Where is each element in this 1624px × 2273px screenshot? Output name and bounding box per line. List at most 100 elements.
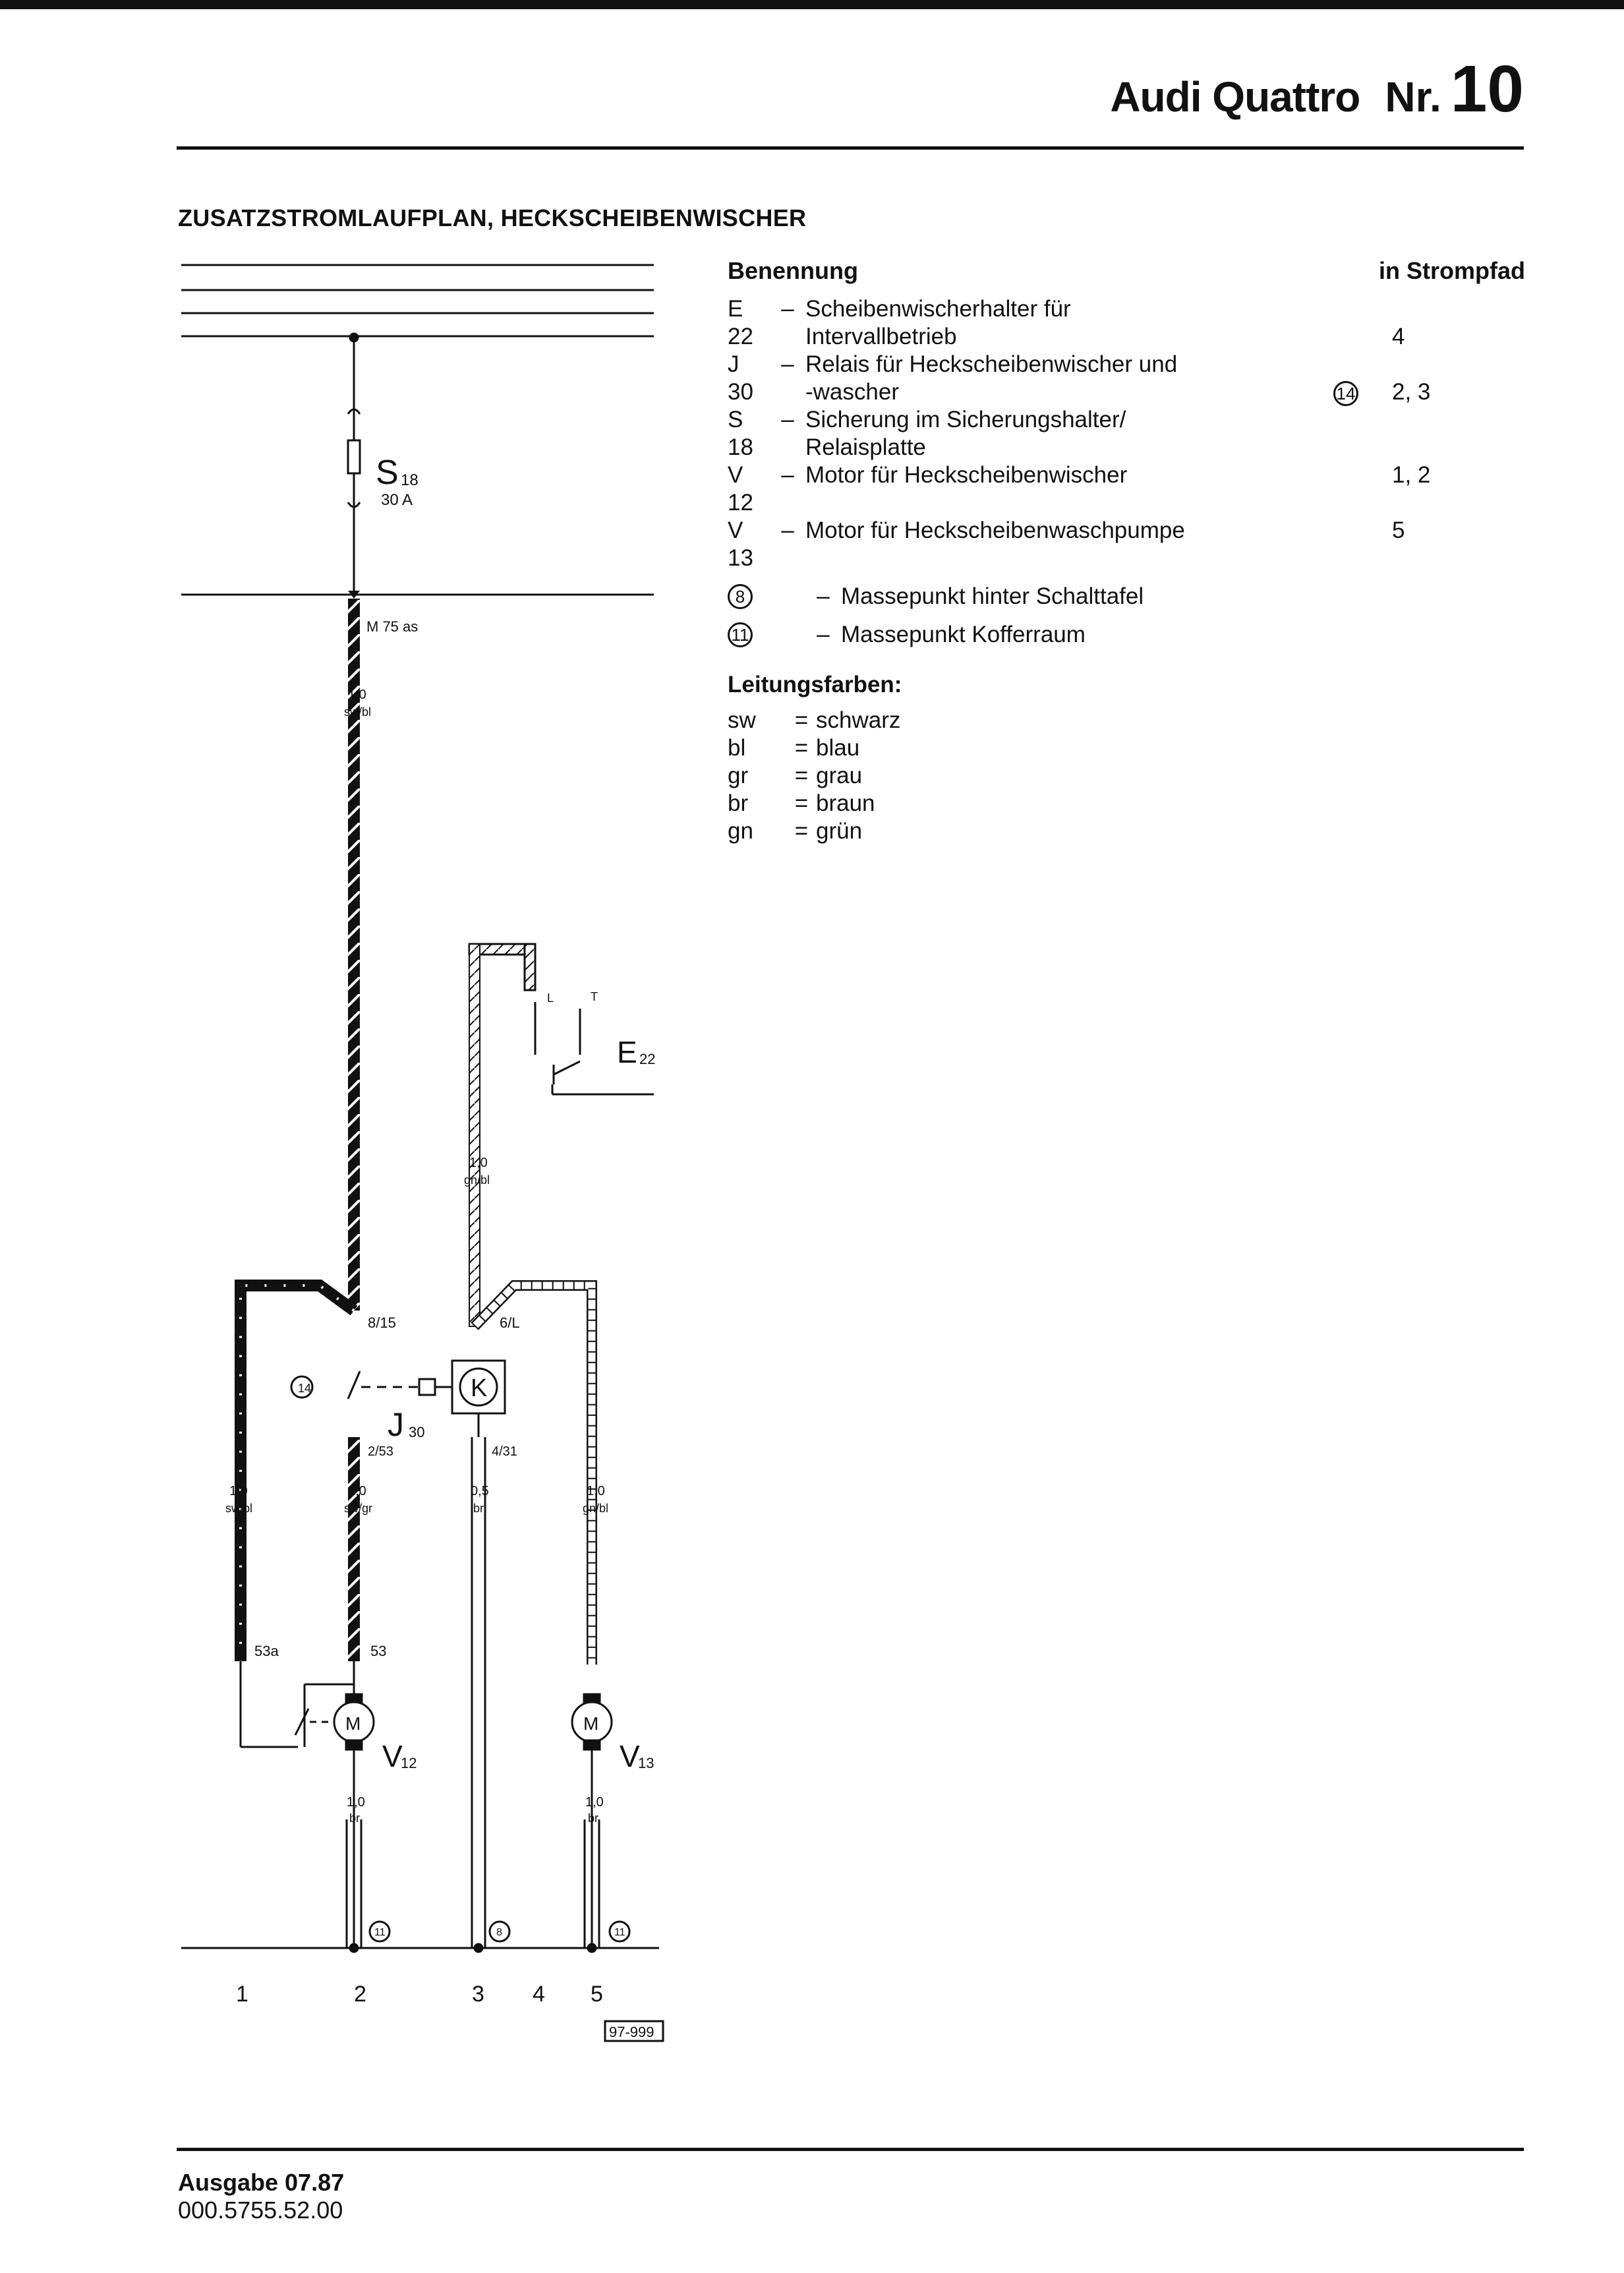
ground-8-icon (488, 1920, 511, 1943)
wire-sw-gr (348, 1437, 360, 1661)
wire-br-relay (471, 1413, 486, 1948)
edition: Ausgabe 07.87 (178, 2169, 345, 2196)
ground-8-icon: 8 (728, 584, 753, 609)
legend-desc-line: Sicherung im Sicherungshalter/ (805, 407, 1126, 432)
legend-col-path: in Strompfad (1379, 257, 1525, 284)
legend-dash: – (817, 583, 830, 609)
legend-dash: – (781, 351, 794, 377)
wire-color-name: grün (816, 818, 863, 844)
wire-hatch (239, 1284, 355, 1661)
legend-paths: 5 (1392, 517, 1405, 543)
legend-code: E 22 (728, 296, 753, 349)
legend: Benennung in Strompfad E 22 – Scheibenwi… (728, 257, 1525, 845)
motor-label-sub: 12 (401, 1755, 417, 1771)
motor-v13 (571, 1693, 613, 1948)
ground-number: 11 (614, 1927, 625, 1938)
wire-gn-bl-branch (471, 1280, 597, 1665)
connector-label: M 75 as (366, 618, 418, 635)
motor-brush (583, 1739, 601, 1751)
wire-color-abbr: bl (728, 735, 746, 761)
supply-bus-lines (181, 264, 659, 1949)
legend-desc-line: Motor für Heckscheibenwaschpumpe (805, 517, 1185, 543)
legend-figure: 14 (1306, 351, 1385, 406)
wire-sw-bl-branch (235, 1280, 358, 1661)
legend-desc: Sicherung im Sicherungshalter/ Relaispla… (805, 406, 1306, 461)
wire-size: 1,0 (585, 1795, 604, 1810)
wire-sw-bl-main (348, 591, 360, 1311)
motor-label: V (620, 1739, 640, 1773)
legend-item-s18: S 18 – Sicherung im Sicherungshalter/ Re… (728, 406, 1525, 461)
switch-e22 (468, 943, 654, 1096)
relay-contact (347, 1371, 361, 1400)
legend-ground-desc: Massepunkt Kofferraum (841, 622, 1086, 647)
connector-arrow (348, 591, 360, 599)
path-number: 5 (591, 1982, 603, 2007)
legend-desc-line: Relaisplatte (805, 434, 926, 460)
motor-label-sub: 13 (638, 1755, 654, 1771)
legend-desc-line: Motor für Heckscheibenwischer (805, 462, 1128, 488)
wire-color-row: gr = grau (728, 762, 1525, 790)
section-title: ZUSATZSTROMLAUFPLAN, HECKSCHEIBENWISCHER (178, 204, 807, 231)
legend-desc: Motor für Heckscheibenwischer (805, 461, 1306, 517)
ground-points (349, 1920, 631, 1953)
wire-color-row: sw = schwarz (728, 707, 1525, 734)
wire-color-name: blau (816, 735, 860, 761)
legend-dash: – (781, 517, 794, 543)
legend-code: J 30 (728, 351, 753, 405)
footer-rule (177, 2148, 1524, 2151)
doc-number: 10 (1450, 52, 1524, 126)
legend-item-v13: V 13 – Motor für Heckscheibenwaschpumpe … (728, 517, 1525, 572)
fuse-rating: 30 A (381, 491, 413, 509)
legend-paths: 4 (1392, 324, 1405, 349)
junction-dot (349, 332, 359, 343)
motor-brush (345, 1739, 363, 1751)
legend-dash: – (817, 622, 830, 647)
legend-desc: Relais für Heckscheibenwischer und -wasc… (805, 351, 1306, 406)
reference-number: 97-999 (609, 2024, 654, 2040)
location-14-icon (290, 1375, 314, 1399)
connector-label: 6/L (500, 1314, 520, 1331)
connector-label: 4/31 (492, 1444, 517, 1459)
wire-color-name: grau (816, 763, 863, 788)
path-number: 4 (533, 1982, 545, 2007)
relay-label: J (388, 1406, 404, 1443)
connector-label: 2/53 (368, 1444, 393, 1459)
switch-terminal-label: L (547, 991, 554, 1005)
motor-mark: M (345, 1713, 361, 1734)
legend-desc-line: Relais für Heckscheibenwischer und (805, 351, 1178, 377)
wire-color-eq: = (794, 818, 809, 844)
legend-paths: 2, 3 (1392, 379, 1431, 405)
relay-coil (418, 1378, 436, 1396)
legend-col-name: Benennung (728, 257, 858, 284)
wire-size: 1,0 (587, 1484, 605, 1498)
legend-desc-line: -wascher (805, 379, 899, 405)
connector-label: 53 (370, 1643, 386, 1659)
wire-size: 0,5 (471, 1484, 489, 1498)
wire-color: sw/bl (225, 1502, 252, 1515)
legend-code: V 13 (728, 517, 753, 571)
wire-color-abbr: br (728, 790, 749, 816)
ground-11-icon (368, 1920, 391, 1943)
wire-color: br (349, 1812, 360, 1825)
ground-number: 11 (374, 1927, 386, 1938)
wire-color-eq: = (794, 763, 809, 788)
path-number: 2 (354, 1982, 366, 2007)
legend-paths: 1, 2 (1392, 462, 1431, 488)
wire-color-abbr: gr (728, 763, 749, 788)
switch-label-sub: 22 (639, 1051, 655, 1067)
connector-label: 8/15 (368, 1314, 396, 1331)
legend-code: V 12 (728, 462, 753, 516)
motor-label: V (382, 1739, 403, 1773)
header-rule (177, 146, 1524, 150)
switch-terminal-label: T (591, 990, 598, 1003)
wire-color-abbr: gn (728, 818, 753, 844)
junction-dot (587, 1943, 597, 1953)
wire-color: sw/gr (344, 1502, 372, 1515)
reference-box (604, 2020, 664, 2042)
legend-dash: – (781, 296, 794, 322)
ground-number: 8 (496, 1927, 502, 1938)
fuse-label: S (376, 454, 399, 492)
wire-size: 1,0 (229, 1484, 248, 1498)
path-number: 3 (472, 1982, 484, 2007)
wire-color: gn/bl (583, 1502, 608, 1515)
